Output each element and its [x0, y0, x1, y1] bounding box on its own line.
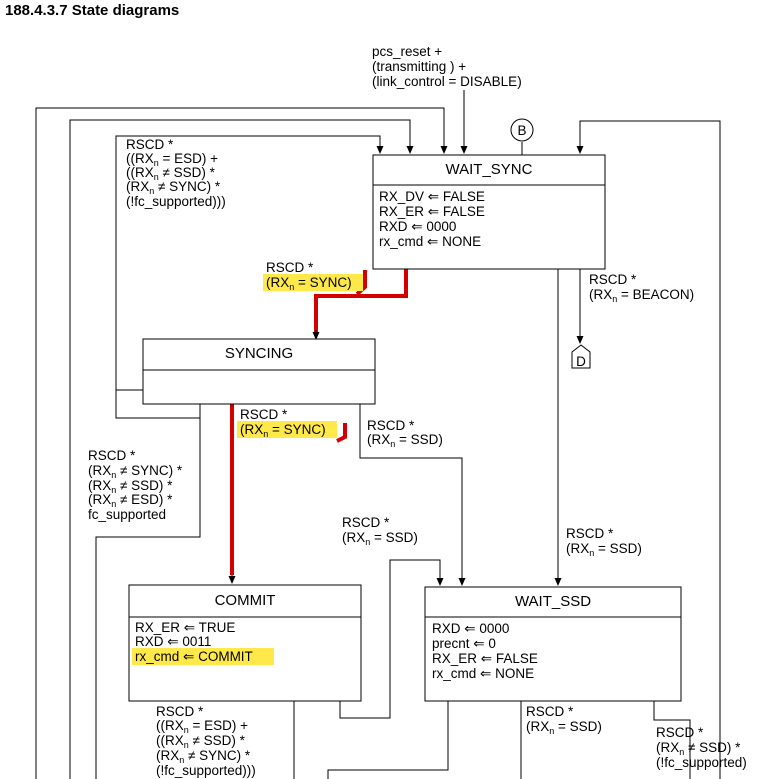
state-name: COMMIT [215, 592, 276, 609]
svg-text:(RXn ≠ SSD) *: (RXn ≠ SSD) * [656, 740, 741, 757]
svg-text:rx_cmd ⇐ COMMIT: rx_cmd ⇐ COMMIT [135, 649, 253, 664]
state-name: WAIT_SYNC [446, 161, 533, 178]
svg-text:RSCD *: RSCD * [126, 137, 174, 152]
state-name: WAIT_SSD [515, 593, 591, 610]
svg-text:D: D [576, 354, 586, 369]
condition-waitssd-right: RSCD * (RXn ≠ SSD) * (!fc_supported) [656, 725, 747, 770]
svg-text:RXD ⇐ 0000: RXD ⇐ 0000 [432, 621, 509, 636]
svg-text:(RXn = SSD): (RXn = SSD) [342, 530, 418, 547]
state-wait-sync: WAIT_SYNC RX_DV ⇐ FALSE RX_ER ⇐ FALSE RX… [372, 154, 606, 270]
condition-left-return: RSCD * ((RXn = ESD) + ((RXn ≠ SSD) * (RX… [126, 137, 226, 209]
svg-text:rx_cmd ⇐ NONE: rx_cmd ⇐ NONE [379, 234, 481, 249]
svg-text:RSCD *: RSCD * [342, 515, 390, 530]
svg-text:rx_cmd ⇐ NONE: rx_cmd ⇐ NONE [432, 666, 534, 681]
svg-text:RSCD *: RSCD * [589, 272, 637, 287]
svg-text:RX_DV ⇐ FALSE: RX_DV ⇐ FALSE [379, 189, 485, 204]
svg-text:(!fc_supported))): (!fc_supported))) [126, 194, 226, 209]
condition-syncing-to-commit: RSCD * (RXn = SYNC) [237, 407, 337, 439]
condition-waitssd-bottom: RSCD * (RXn = SSD) [526, 704, 602, 736]
svg-text:RSCD *: RSCD * [88, 448, 136, 463]
svg-text:(RXn = SYNC): (RXn = SYNC) [266, 275, 352, 292]
svg-text:(RXn = SSD): (RXn = SSD) [566, 541, 642, 558]
svg-text:(RXn = SSD): (RXn = SSD) [526, 719, 602, 736]
svg-text:RSCD *: RSCD * [266, 260, 314, 275]
svg-text:fc_supported: fc_supported [88, 507, 166, 522]
highlighted-path [230, 269, 408, 575]
svg-text:((RXn ≠ SSD) *: ((RXn ≠ SSD) * [126, 165, 216, 182]
svg-text:(RXn = BEACON): (RXn = BEACON) [589, 287, 694, 304]
svg-text:RSCD *: RSCD * [156, 704, 204, 719]
svg-text:RX_ER ⇐ FALSE: RX_ER ⇐ FALSE [379, 204, 485, 219]
condition-beacon: RSCD * (RXn = BEACON) [589, 272, 694, 304]
svg-text:(RXn ≠ SYNC) *: (RXn ≠ SYNC) * [126, 179, 221, 196]
state-syncing: SYNCING [142, 338, 376, 405]
svg-text:(RXn = SSD): (RXn = SSD) [367, 432, 443, 449]
condition-left-commit: RSCD * (RXn ≠ SYNC) * (RXn ≠ SSD) * (RXn… [88, 448, 183, 522]
svg-text:RX_ER ⇐ FALSE: RX_ER ⇐ FALSE [432, 651, 538, 666]
connector-d: D [571, 344, 591, 369]
svg-text:pcs_reset +: pcs_reset + [372, 44, 442, 59]
svg-text:RXD ⇐ 0000: RXD ⇐ 0000 [379, 219, 456, 234]
svg-text:(link_control = DISABLE): (link_control = DISABLE) [372, 74, 522, 89]
svg-text:(!fc_supported): (!fc_supported) [656, 755, 747, 770]
svg-text:(RXn = SYNC): (RXn = SYNC) [240, 422, 326, 439]
svg-text:(RXn ≠ SSD) *: (RXn ≠ SSD) * [88, 478, 173, 495]
state-commit: COMMIT RX_ER ⇐ TRUE RXD ⇐ 0011 rx_cmd ⇐ … [128, 584, 362, 702]
condition-loop-ssd: RSCD * (RXn = SSD) [342, 515, 418, 547]
svg-text:((RXn = ESD) +: ((RXn = ESD) + [156, 718, 248, 735]
svg-text:B: B [517, 123, 526, 138]
svg-text:RX_ER ⇐ TRUE: RX_ER ⇐ TRUE [135, 620, 235, 635]
svg-text:(!fc_supported))): (!fc_supported))) [156, 763, 256, 778]
state-wait-ssd: WAIT_SSD RXD ⇐ 0000 precnt ⇐ 0 RX_ER ⇐ F… [424, 586, 682, 702]
svg-text:RSCD *: RSCD * [526, 704, 574, 719]
svg-text:RSCD *: RSCD * [240, 407, 288, 422]
svg-text:RSCD *: RSCD * [656, 725, 704, 740]
svg-text:RXD ⇐ 0011: RXD ⇐ 0011 [135, 634, 211, 649]
svg-text:((RXn = ESD) +: ((RXn = ESD) + [126, 151, 218, 168]
svg-text:(RXn ≠ SYNC) *: (RXn ≠ SYNC) * [88, 463, 183, 480]
section-heading: 188.4.3.7 State diagrams [5, 2, 179, 19]
connector-b: B [510, 118, 534, 142]
entry-condition-label: pcs_reset + (transmitting ) + (link_cont… [372, 44, 522, 89]
svg-text:RSCD *: RSCD * [367, 418, 415, 433]
transition-lines [35, 90, 721, 779]
condition-syncing-to-waitssd: RSCD * (RXn = SSD) [367, 418, 443, 449]
condition-waitsync-to-syncing: RSCD * (RXn = SYNC) [263, 260, 363, 292]
svg-text:(RXn ≠ SYNC) *: (RXn ≠ SYNC) * [156, 748, 251, 765]
svg-text:(RXn ≠ ESD) *: (RXn ≠ ESD) * [88, 492, 173, 509]
svg-text:(transmitting ) +: (transmitting ) + [372, 59, 466, 74]
svg-text:RSCD *: RSCD * [566, 526, 614, 541]
svg-text:precnt ⇐ 0: precnt ⇐ 0 [432, 636, 496, 651]
condition-waitsync-to-waitssd: RSCD * (RXn = SSD) [566, 526, 642, 558]
condition-commit-bottom: RSCD * ((RXn = ESD) + ((RXn ≠ SSD) * (RX… [156, 704, 256, 778]
svg-text:((RXn ≠ SSD) *: ((RXn ≠ SSD) * [156, 733, 246, 750]
state-name: SYNCING [225, 345, 293, 362]
